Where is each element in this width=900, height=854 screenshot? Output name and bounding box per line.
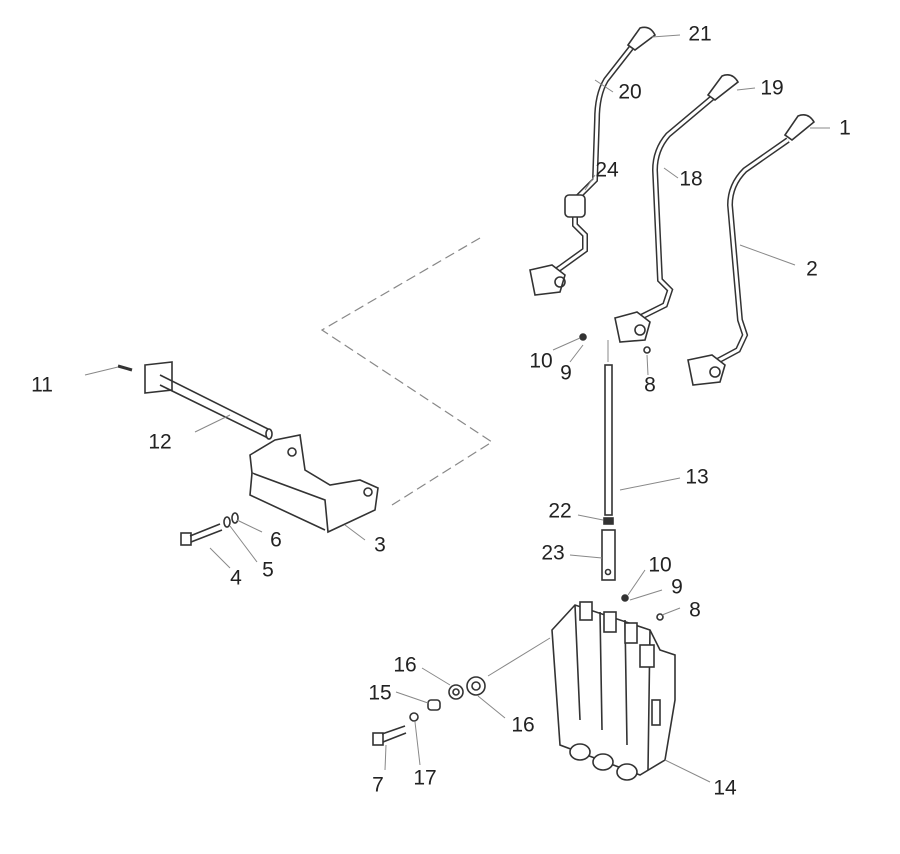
rod-12	[117, 361, 273, 440]
callout-1: 1	[839, 116, 851, 140]
callout-6: 6	[270, 528, 282, 552]
callout-10-upper: 10	[529, 349, 553, 373]
callout-18: 18	[679, 167, 703, 191]
callout-20: 20	[618, 80, 642, 104]
callout-8-upper: 8	[644, 373, 656, 397]
lever-18	[614, 74, 740, 343]
callout-5: 5	[262, 558, 274, 582]
callout-16-lower: 16	[511, 713, 535, 737]
rod-13	[601, 364, 616, 581]
callout-2: 2	[806, 257, 818, 281]
bracket-3	[249, 434, 379, 534]
callout-10-lower: 10	[648, 553, 672, 577]
leader-lines	[84, 34, 830, 783]
callout-17: 17	[413, 766, 437, 790]
callout-22: 22	[548, 499, 572, 523]
callout-11: 11	[31, 373, 53, 397]
pin-8	[643, 346, 651, 354]
lever-2	[687, 114, 816, 386]
washer-10	[579, 333, 587, 341]
callout-14: 14	[713, 776, 737, 800]
bolt-4	[180, 512, 239, 546]
callout-16-upper: 16	[393, 653, 417, 677]
callout-8-lower: 8	[689, 598, 701, 622]
callout-12: 12	[148, 430, 172, 454]
callout-21: 21	[688, 22, 712, 46]
callout-24: 24	[595, 158, 619, 182]
callout-23: 23	[541, 541, 565, 565]
callout-15: 15	[368, 681, 392, 705]
callout-9-upper: 9	[560, 361, 572, 385]
callout-4: 4	[230, 566, 242, 590]
callout-7: 7	[372, 773, 384, 797]
assembly-dashed-line	[320, 237, 494, 506]
control-valve-14	[551, 601, 676, 781]
lever-20	[529, 26, 657, 296]
callout-9-lower: 9	[671, 575, 683, 599]
callout-3: 3	[374, 533, 386, 557]
fittings	[372, 676, 486, 746]
callout-13: 13	[685, 465, 709, 489]
callout-19: 19	[760, 76, 784, 100]
